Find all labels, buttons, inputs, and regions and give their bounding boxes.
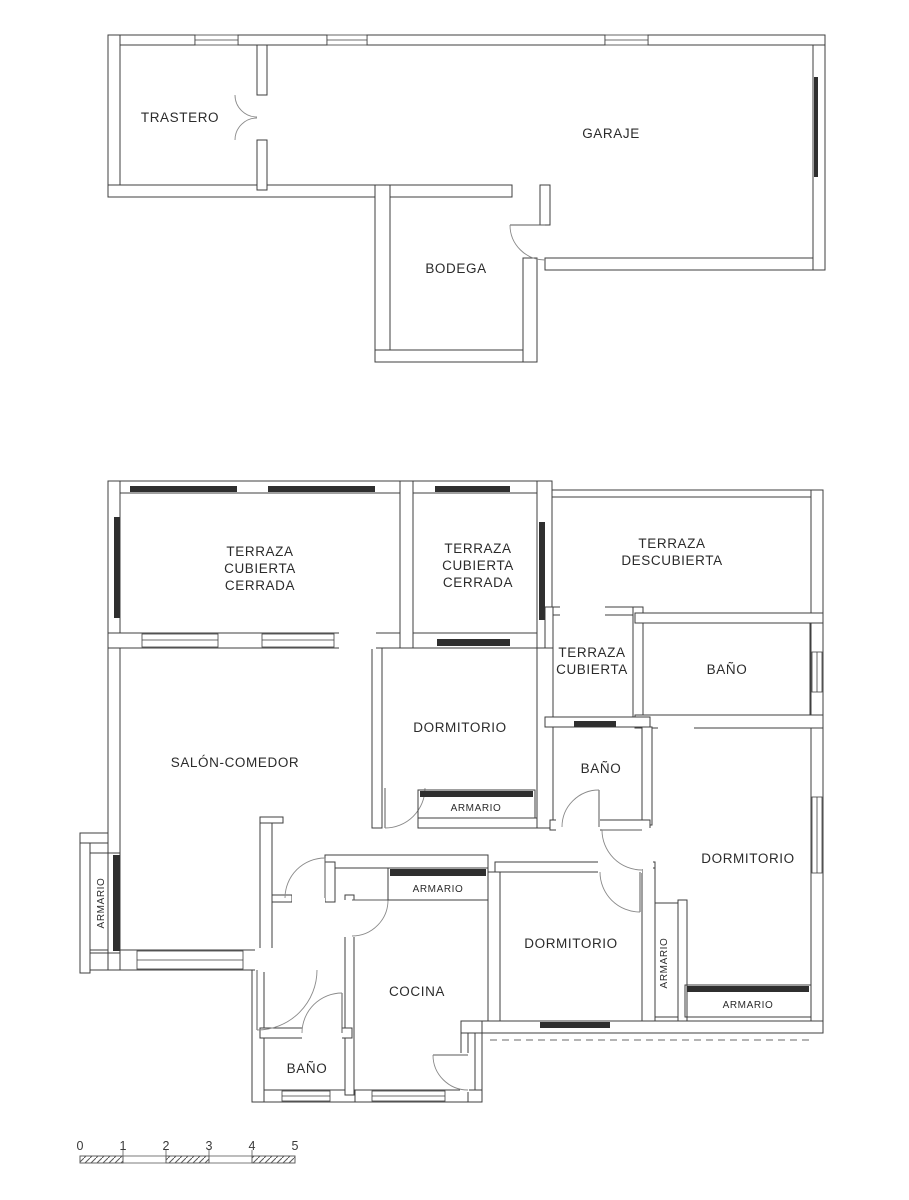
scale-number-2: 2: [163, 1139, 170, 1153]
room-label-terraza-cc-left-1: TERRAZA: [226, 544, 293, 559]
room-label-bano-bottom: BAÑO: [287, 1061, 328, 1076]
scale-number-5: 5: [292, 1139, 299, 1153]
closet-label: ARMARIO: [451, 803, 502, 814]
room-label-terraza-cc-mid-3: CERRADA: [443, 575, 513, 590]
scale-number-3: 3: [206, 1139, 213, 1153]
upper-doors: [234, 94, 546, 261]
lower-labels: TERRAZA CUBIERTA CERRADA TERRAZA CUBIERT…: [171, 536, 795, 1076]
upper-labels: TRASTERO GARAJE BODEGA: [141, 110, 640, 276]
closet-dormitorio-right: ARMARIO: [684, 984, 812, 1018]
closet-label: ARMARIO: [659, 938, 670, 989]
room-label-bodega: BODEGA: [425, 261, 486, 276]
scale-number-0: 0: [77, 1139, 84, 1153]
room-label-salon: SALÓN-COMEDOR: [171, 755, 300, 770]
room-label-dormitorio-right: DORMITORIO: [701, 851, 795, 866]
scale-number-4: 4: [249, 1139, 256, 1153]
lower-plan: ARMARIO ARMARIO ARMARIO ARMARIO ARMARIO …: [79, 480, 824, 1103]
closet-label: ARMARIO: [723, 1000, 774, 1011]
closet-dormitorio-top: ARMARIO: [417, 789, 536, 819]
lower-doors: [256, 787, 643, 1091]
closet-label: ARMARIO: [413, 884, 464, 895]
room-label-terraza-cc-left-3: CERRADA: [225, 578, 295, 593]
room-label-terraza-descubierta-2: DESCUBIERTA: [621, 553, 722, 568]
closet-label: ARMARIO: [96, 878, 107, 929]
bathroom-top-inner-box: [642, 622, 811, 716]
room-label-trastero: TRASTERO: [141, 110, 219, 125]
closet-pasillo: ARMARIO: [654, 902, 679, 1018]
room-label-dormitorio-top: DORMITORIO: [413, 720, 507, 735]
room-label-terraza-cubierta-2: CUBIERTA: [556, 662, 628, 677]
lower-door-gaps: [255, 495, 694, 1092]
room-label-terraza-cc-mid-1: TERRAZA: [444, 541, 511, 556]
scale-number-1: 1: [120, 1139, 127, 1153]
closet-salon: ARMARIO: [89, 852, 121, 954]
room-label-terraza-cc-left-2: CUBIERTA: [224, 561, 296, 576]
room-label-terraza-descubierta-1: TERRAZA: [638, 536, 705, 551]
upper-windows: [194, 34, 818, 177]
room-label-bano-center: BAÑO: [581, 761, 622, 776]
room-label-cocina: COCINA: [389, 984, 445, 999]
room-label-bano-top-right: BAÑO: [707, 662, 748, 677]
room-label-terraza-cubierta-1: TERRAZA: [558, 645, 625, 660]
closet-cocina: ARMARIO: [387, 867, 489, 901]
upper-plan: TRASTERO GARAJE BODEGA: [107, 34, 826, 363]
room-label-dormitorio-bottom: DORMITORIO: [524, 936, 618, 951]
room-label-garaje: GARAJE: [582, 126, 640, 141]
lower-windows: [114, 486, 823, 1102]
room-label-terraza-cc-mid-2: CUBIERTA: [442, 558, 514, 573]
upper-walls: [107, 34, 826, 363]
scale-bar: 0 1 2 3 4 5: [77, 1139, 299, 1164]
